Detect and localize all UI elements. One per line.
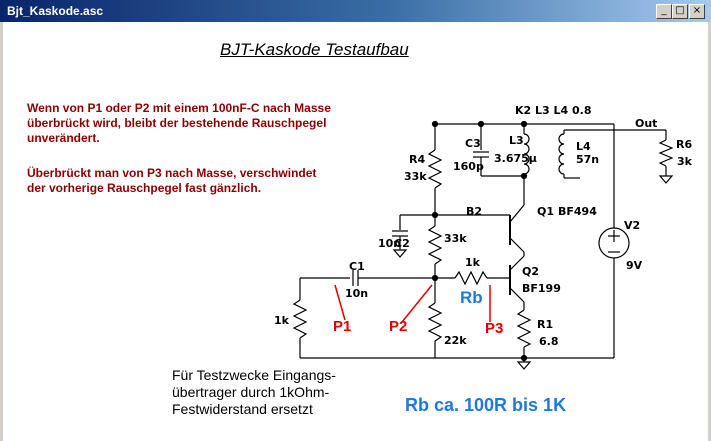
window-titlebar[interactable]: Bjt_Kaskode.asc _ □ × [0, 0, 711, 22]
transistor-q2-emitter [509, 287, 525, 303]
footnote-line: übertrager durch 1kOhm- [172, 384, 330, 400]
junction-dot [520, 120, 528, 128]
value-rb[interactable]: 1k [465, 256, 480, 269]
ground-symbol [392, 249, 408, 258]
probe-label-p1: P1 [333, 318, 352, 335]
footnote-line: Für Testzwecke Eingangs- [172, 367, 336, 383]
spice-directive[interactable]: K2 L3 L4 0.8 [515, 104, 592, 117]
label-c3[interactable]: C3 [465, 137, 481, 150]
junction-dot [431, 211, 439, 219]
junction-dot [431, 274, 439, 282]
note-line: Überbrückt man von P3 nach Masse, versch… [27, 166, 317, 180]
transistor-q1-collector [509, 204, 525, 223]
value-22k[interactable]: 22k [444, 334, 467, 347]
net-label-out[interactable]: Out [635, 117, 658, 130]
rb-range-note: Rb ca. 100R bis 1K [405, 395, 567, 415]
label-v2[interactable]: V2 [624, 219, 641, 232]
close-button[interactable]: × [689, 4, 705, 19]
minimize-button[interactable]: _ [656, 4, 672, 19]
label-q1[interactable]: Q1 [537, 205, 555, 218]
label-r6[interactable]: R6 [676, 138, 693, 151]
value-r6[interactable]: 3k [677, 155, 692, 168]
value-l3[interactable]: 3.675µ [494, 152, 537, 165]
inductor-l3 [523, 133, 530, 175]
value-33k[interactable]: 33k [444, 232, 467, 245]
value-q1[interactable]: BF494 [558, 205, 597, 218]
note-line: unverändert. [27, 131, 100, 145]
value-c1[interactable]: 10n [345, 287, 369, 300]
window-frame-right [708, 22, 711, 441]
probe-p1-line [334, 284, 346, 321]
value-v2[interactable]: 9V [626, 259, 643, 272]
value-r4[interactable]: 33k [404, 170, 427, 183]
page-title: BJT-Kaskode Testaufbau [220, 40, 409, 59]
junction-dot [520, 354, 528, 362]
label-q2[interactable]: Q2 [522, 265, 540, 278]
probe-label-p2: P2 [389, 318, 408, 335]
resistor-1k-input [292, 299, 308, 339]
transistor-q2-collector [509, 255, 525, 271]
maximize-button[interactable]: □ [672, 4, 688, 19]
label-l4[interactable]: L4 [576, 140, 591, 153]
resistor-r6 [658, 139, 674, 167]
note-line: überbrückt wird, bleibt der bestehende R… [27, 116, 327, 130]
label-r4[interactable]: R4 [409, 153, 426, 166]
value-1k-input[interactable]: 1k [274, 314, 289, 327]
junction-dot [477, 120, 485, 128]
value-q2[interactable]: BF199 [522, 282, 561, 295]
resistor-rb [454, 270, 488, 286]
note-line: Wenn von P1 oder P2 mit einem 100nF-C na… [27, 101, 331, 115]
ground-symbol [658, 175, 674, 184]
net-label-b2[interactable]: B2 [466, 205, 483, 218]
rb-label: Rb [460, 288, 483, 307]
label-l3[interactable]: L3 [509, 134, 524, 147]
junction-dot [520, 172, 528, 180]
label-c2[interactable]: C2 [394, 237, 410, 250]
window-frame-left [0, 22, 3, 441]
value-c2[interactable]: 10n [378, 237, 402, 250]
resistor-22k [427, 302, 443, 342]
resistor-r1 [516, 309, 532, 348]
probe-label-p3: P3 [485, 320, 504, 337]
value-c3[interactable]: 160p [453, 160, 484, 173]
inductor-l4 [558, 133, 565, 175]
value-l4[interactable]: 57n [576, 153, 600, 166]
footnote-line: Festwiderstand ersetzt [172, 401, 313, 417]
resistor-r4 [427, 149, 443, 189]
label-r1[interactable]: R1 [537, 318, 554, 331]
resistor-33k [427, 225, 443, 265]
probe-p2-line [401, 284, 433, 323]
ground-symbol [516, 361, 532, 370]
transistor-q1-emitter [509, 237, 525, 253]
label-c1[interactable]: C1 [349, 260, 365, 273]
value-r1[interactable]: 6.8 [539, 335, 559, 348]
window-title: Bjt_Kaskode.asc [7, 4, 104, 18]
note-line: der vorherige Rauschpegel fast gänzlich. [27, 181, 262, 195]
junction-dot [431, 120, 439, 128]
